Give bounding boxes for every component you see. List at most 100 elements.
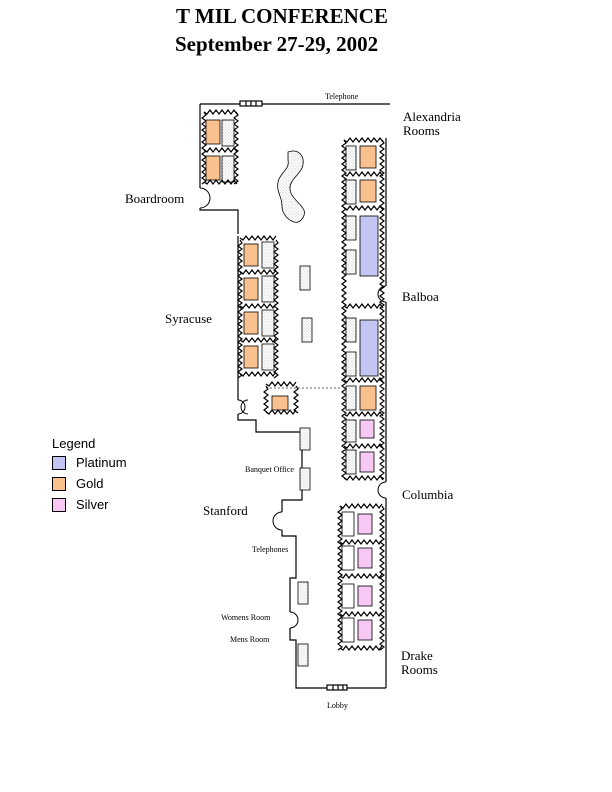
drape-divider [343,137,384,143]
booth-space [359,319,379,377]
legend-item-gold: Gold [52,473,127,494]
drape-divider [337,505,343,651]
room-label-line: Rooms [403,123,440,139]
booth-space [359,179,377,203]
booth-table [345,351,357,377]
drape-divider [201,111,207,185]
center-table [301,317,313,343]
room-label-boardroom: Boardroom [125,191,185,206]
room-label-alexandria: Alexandria Rooms [403,109,461,139]
booth-table [345,249,357,275]
booth-space [359,451,375,473]
booth-table [345,449,357,475]
room-label-drake: Drake Rooms [401,648,438,678]
title-line-2: September 27-29, 2002 [175,32,379,56]
drape-divider [341,139,347,480]
center-table [297,643,309,667]
label-telephones: Telephones [252,545,289,554]
legend-title: Legend [52,436,96,451]
drape-divider [379,139,385,480]
drape-divider [343,377,384,383]
booth-space [243,345,259,369]
syracuse-door-2 [240,399,249,415]
columbia-door [377,481,387,499]
boardroom-door [199,187,211,209]
legend-label: Gold [76,476,104,491]
drape-divider [339,503,383,509]
drape-divider [343,205,384,211]
booth-space [359,385,377,411]
drape-divider [263,385,269,414]
booth-space [341,617,355,643]
drape-divider [343,171,384,177]
drape-divider [339,539,383,545]
legend-swatch-silver [52,497,66,512]
booth-table [221,155,235,183]
balboa-door [377,285,387,303]
label-lobby: Lobby [327,701,348,710]
booth-space [357,547,373,569]
label-telephone: Telephone [325,92,359,101]
booth-space [341,511,355,537]
booth-table [221,119,235,147]
booth-space [243,311,259,335]
serpentine-table [277,150,305,223]
booth-space [243,277,259,301]
label-mens-room: Mens Room [230,635,270,644]
drape-divider [239,269,277,275]
booth-space [341,545,355,571]
booth-space [243,243,259,267]
booth-space [359,419,375,439]
booths [201,109,385,651]
booth-space [205,155,221,181]
booth-table [345,179,357,205]
drape-divider [239,371,277,377]
legend-item-silver: Silver [52,494,127,515]
drape-divider [273,239,279,379]
booth-space [341,583,355,609]
booth-table [345,317,357,343]
syracuse-door [237,399,246,415]
booth-space [205,119,221,145]
drape-divider [343,443,384,449]
booth-space [357,619,373,641]
restroom-door [289,611,299,629]
walls [199,100,390,691]
legend-swatch-gold [52,476,66,491]
room-label-columbia: Columbia [402,487,454,502]
center-table [299,265,311,291]
room-label-stanford: Stanford [203,503,248,518]
room-label-line: Alexandria [403,109,461,124]
booth-table [345,215,357,241]
booth-table [345,385,357,411]
stanford-door [272,511,283,531]
drape-divider [265,409,297,415]
room-label-line: Rooms [401,662,438,678]
booth-table [345,145,357,171]
label-banquet-office: Banquet Office [245,465,294,474]
booth-space [357,513,373,535]
booth-table [261,343,275,371]
booth-table [261,241,275,269]
boardroom-wall [199,104,239,392]
booth-table [261,275,275,303]
booth-table [261,309,275,337]
drape-divider [339,645,383,651]
center-table [299,427,311,451]
legend-item-platinum: Platinum [52,452,127,473]
center-table [297,581,309,605]
corridor-left-wall [281,432,386,689]
booth-space [359,145,377,169]
booth-space [359,215,379,277]
drape-divider [203,179,238,185]
drape-divider [203,109,238,115]
drape-divider [339,611,383,617]
drape-divider [343,475,384,481]
legend: Legend Platinum Gold Silver [52,436,127,515]
room-label-line: Drake [401,648,433,663]
drape-divider [339,573,383,579]
lobby-door [326,684,348,691]
drape-divider [237,239,243,379]
legend-label: Platinum [76,455,127,470]
